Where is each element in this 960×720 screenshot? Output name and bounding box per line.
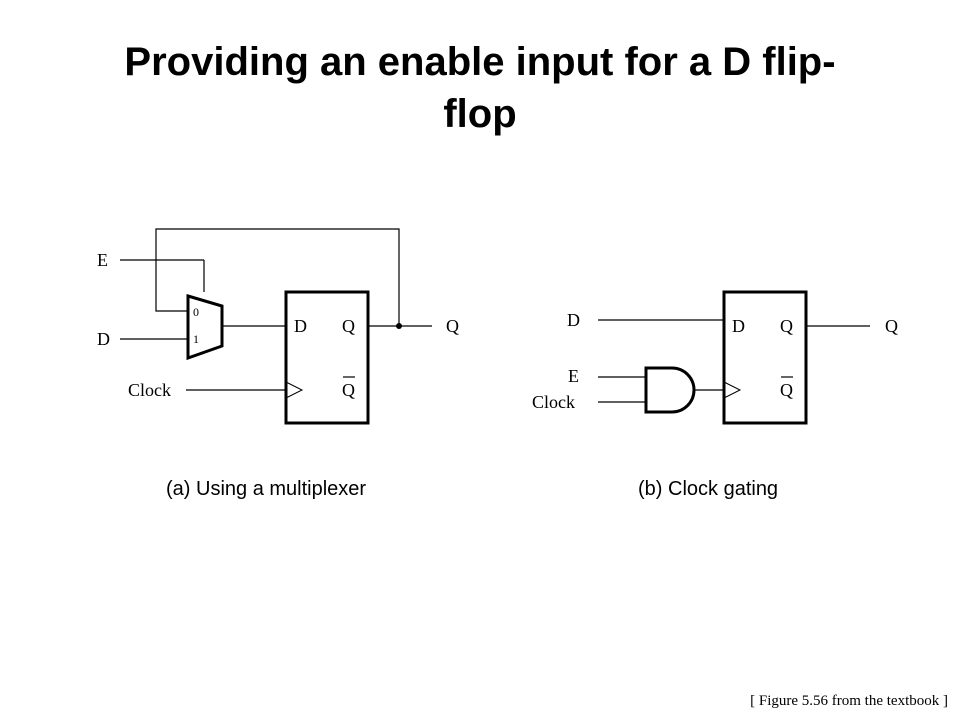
label-d-a: D — [97, 329, 110, 349]
label-q-out-b: Q — [885, 316, 898, 336]
figure-reference: [ Figure 5.56 from the textbook ] — [750, 693, 948, 709]
label-clock-a: Clock — [128, 380, 171, 400]
diagram-mux — [120, 228, 432, 425]
label-e-a: E — [97, 250, 108, 270]
page-title-line-1: Providing an enable input for a D flip- — [124, 40, 836, 84]
label-ff-q-a: Q — [342, 316, 355, 336]
label-mux-0: 0 — [193, 305, 199, 319]
label-ff-qbar-a: Q — [342, 380, 355, 400]
flip-flop-b — [722, 290, 808, 425]
label-clock-b: Clock — [532, 392, 575, 412]
junction-dot — [396, 323, 402, 329]
label-d-b: D — [567, 310, 580, 330]
caption-a: (a) Using a multiplexer — [166, 478, 367, 500]
label-mux-1: 1 — [193, 332, 199, 346]
label-e-b: E — [568, 366, 579, 386]
label-ff-q-b: Q — [780, 316, 793, 336]
diagram-gating — [598, 290, 870, 425]
clock-triangle-b — [723, 381, 742, 399]
page-title-line-2: flop — [443, 92, 517, 136]
and-gate — [644, 366, 696, 414]
page-title: Providing an enable input for a D flip- … — [0, 36, 960, 140]
clock-triangle-a — [285, 381, 304, 399]
label-ff-d-b: D — [732, 316, 745, 336]
label-q-out-a: Q — [446, 316, 459, 336]
label-ff-qbar-b: Q — [780, 380, 793, 400]
flip-flop-a — [284, 290, 370, 425]
caption-b: (b) Clock gating — [638, 478, 779, 500]
multiplexer — [186, 293, 224, 361]
wire-feedback-loop — [155, 228, 400, 326]
label-ff-d-a: D — [294, 316, 307, 336]
